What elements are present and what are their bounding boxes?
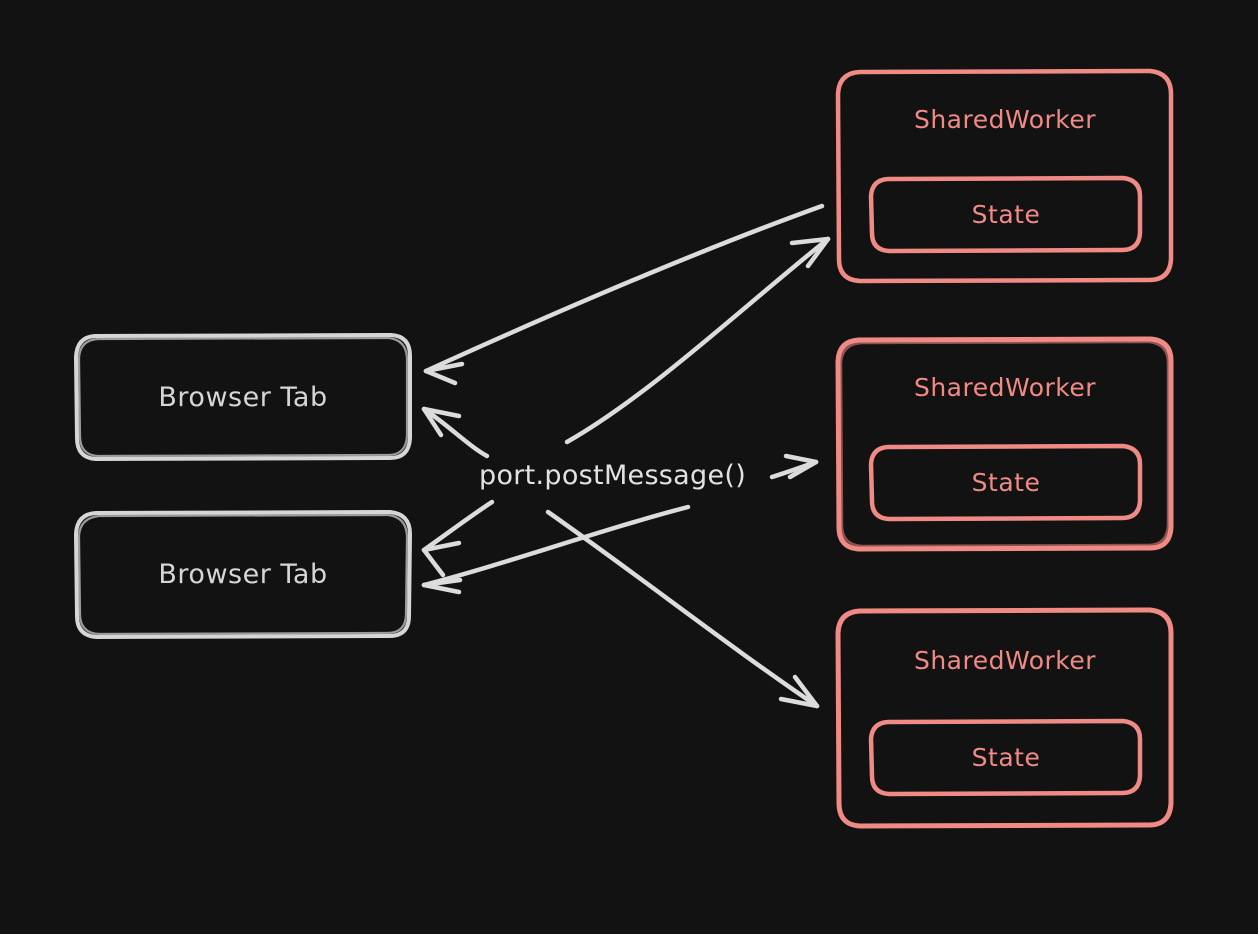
browser-tab-1[interactable]: Browser Tab bbox=[73, 332, 413, 462]
shared-worker-2-state-outline bbox=[868, 443, 1143, 522]
browser-tab-2[interactable]: Browser Tab bbox=[73, 509, 413, 640]
arrow-label-to-worker2 bbox=[769, 453, 819, 480]
shared-worker-1-state-box[interactable]: State bbox=[868, 175, 1144, 254]
shared-worker-1-state-label: State bbox=[971, 200, 1041, 229]
shared-worker-2-outline bbox=[835, 336, 1174, 552]
shared-worker-1[interactable]: SharedWorker State bbox=[834, 67, 1176, 285]
arrow-label-to-tab2 bbox=[421, 499, 495, 578]
shared-worker-2-label: SharedWorker bbox=[913, 373, 1097, 402]
shared-worker-2-state-box[interactable]: State bbox=[868, 443, 1144, 522]
shared-worker-1-outline bbox=[835, 68, 1174, 284]
shared-worker-2[interactable]: SharedWorker State bbox=[834, 335, 1176, 553]
shared-worker-3-state-label: State bbox=[971, 743, 1041, 772]
shared-worker-3-state-box[interactable]: State bbox=[868, 718, 1144, 797]
browser-tab-2-label: Browser Tab bbox=[158, 559, 328, 590]
shared-worker-3[interactable]: SharedWorker State bbox=[834, 606, 1176, 830]
shared-worker-1-label: SharedWorker bbox=[913, 105, 1097, 134]
edge-label-post-message: port.postMessage() bbox=[479, 460, 747, 491]
shared-worker-2-state-label: State bbox=[971, 468, 1041, 497]
arrow-label-to-worker3 bbox=[545, 509, 820, 709]
shared-worker-3-outline bbox=[835, 607, 1174, 829]
shared-worker-1-state-outline bbox=[868, 175, 1143, 254]
arrow-label-to-tab1 bbox=[421, 406, 490, 459]
browser-tab-2-outline bbox=[73, 509, 413, 640]
arrow-label-to-worker1 bbox=[564, 236, 831, 445]
arrow-worker-to-tab2 bbox=[421, 504, 691, 595]
shared-worker-3-label: SharedWorker bbox=[913, 646, 1097, 675]
shared-worker-3-state-outline bbox=[868, 718, 1143, 797]
browser-tab-1-label: Browser Tab bbox=[158, 381, 328, 413]
browser-tab-1-outline bbox=[73, 332, 412, 462]
arrow-worker1-to-tab1 bbox=[423, 203, 825, 386]
